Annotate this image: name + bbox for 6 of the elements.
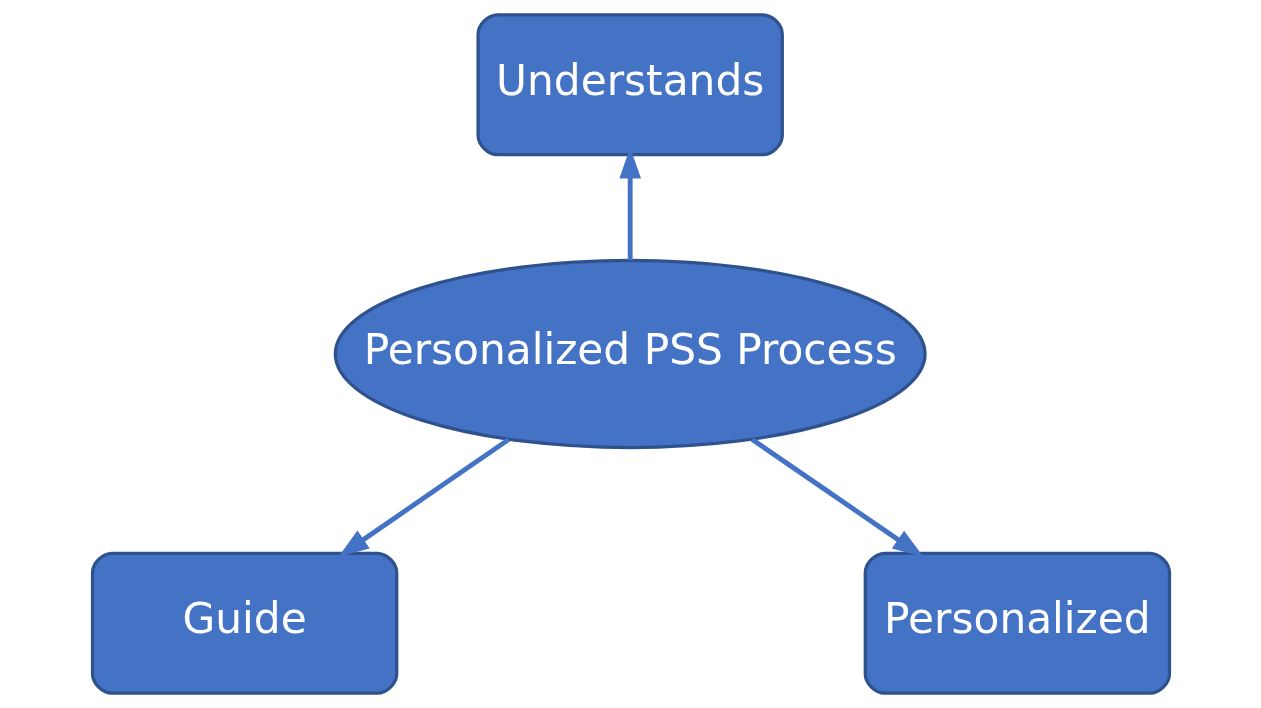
node-box: Guide bbox=[90, 551, 398, 695]
arrow bbox=[750, 437, 923, 558]
node-box: Personalized bbox=[863, 551, 1171, 695]
node-ellipse: Personalized PSS Process bbox=[333, 258, 927, 450]
node-box: Understands bbox=[475, 13, 784, 157]
arrow bbox=[337, 437, 510, 558]
